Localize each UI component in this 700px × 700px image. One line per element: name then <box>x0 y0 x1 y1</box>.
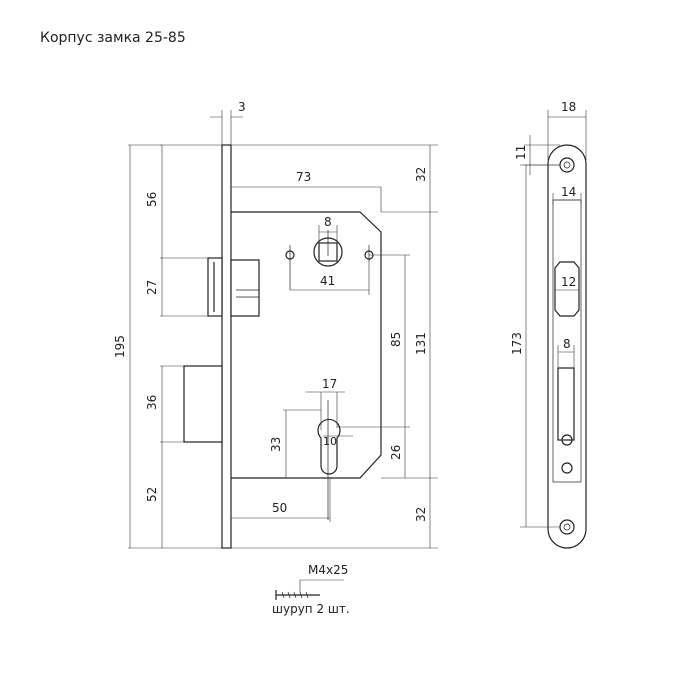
dim-17: 17 <box>322 377 337 391</box>
dim-26: 26 <box>389 445 403 460</box>
lock-front-view <box>183 144 382 549</box>
screw-note: шуруп 2 шт. <box>272 602 350 616</box>
dim-85: 85 <box>389 332 403 347</box>
dim-56: 56 <box>145 192 159 207</box>
latch <box>207 257 260 317</box>
dim-32-top: 32 <box>414 167 428 182</box>
dim-3: 3 <box>238 100 246 114</box>
side-faceplate <box>547 144 587 549</box>
dim-33: 33 <box>269 437 283 452</box>
deadbolt <box>183 365 223 443</box>
screw-spec: M4x25 <box>308 563 348 577</box>
side-mid-hole-upper <box>561 434 573 446</box>
drawing-title: Корпус замка 25-85 <box>40 30 186 46</box>
dim-12: 12 <box>561 275 576 289</box>
dim-50: 50 <box>272 501 287 515</box>
side-dimensions: 18 11 14 12 8 173 <box>510 100 587 528</box>
dim-14: 14 <box>561 185 576 199</box>
dim-10: 10 <box>323 435 337 448</box>
dim-73: 73 <box>296 170 311 184</box>
dim-18: 18 <box>561 100 576 114</box>
dim-36: 36 <box>145 395 159 410</box>
dim-52: 52 <box>145 487 159 502</box>
dim-11: 11 <box>514 145 528 160</box>
cylinder-keyhole <box>317 418 341 475</box>
dim-173: 173 <box>510 332 524 355</box>
faceplate <box>221 144 232 549</box>
side-latch-opening <box>554 261 580 317</box>
dim-131: 131 <box>414 332 428 355</box>
dim-8: 8 <box>324 215 332 229</box>
screw-icon <box>275 579 344 600</box>
dim-195: 195 <box>113 335 127 358</box>
dim-41: 41 <box>320 274 335 288</box>
side-deadbolt-opening <box>557 367 575 441</box>
lock-body <box>231 211 382 479</box>
side-mid-hole-lower <box>561 462 573 474</box>
dim-27: 27 <box>145 280 159 295</box>
front-dimensions: 3 73 32 8 41 56 27 195 36 52 85 131 <box>113 100 438 549</box>
dim-8-side: 8 <box>563 337 571 351</box>
dim-32-bottom: 32 <box>414 507 428 522</box>
